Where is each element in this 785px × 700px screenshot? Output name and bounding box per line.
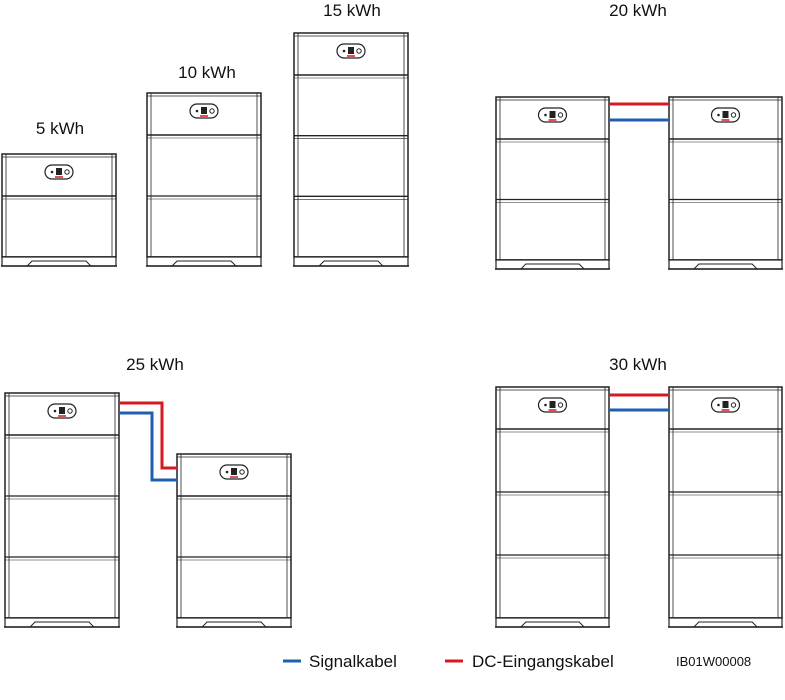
battery-stack [293, 32, 409, 267]
caption-10kwh: 10 kWh [178, 63, 236, 82]
power-icon [557, 402, 564, 408]
base-cutout [318, 260, 384, 267]
caption-30kwh: 30 kWh [609, 355, 667, 374]
cables-25kwh [119, 401, 177, 482]
cables-20kwh [609, 102, 669, 122]
power-icon [239, 469, 245, 475]
stack-body [668, 96, 783, 261]
base-cutout [693, 621, 758, 628]
battery-stack [1, 153, 117, 267]
cables-30kwh [609, 393, 669, 412]
base-cutout [520, 263, 585, 270]
battery-stack [668, 386, 783, 628]
power-icon [730, 112, 737, 118]
battery-symbol-icon [201, 107, 207, 114]
battery-stack [495, 96, 610, 270]
battery-stack [4, 392, 120, 628]
power-icon [67, 408, 73, 414]
signal-cable [119, 411, 177, 482]
battery-symbol-icon [722, 401, 729, 408]
battery-stack [176, 453, 292, 628]
stack-body [176, 453, 292, 619]
legend: Signalkabel DC-Eingangskabel [283, 652, 614, 671]
status-led-icon [225, 470, 229, 474]
battery-stack [146, 92, 262, 267]
status-led-icon [342, 49, 346, 53]
power-icon [356, 48, 362, 54]
base-cutout [29, 621, 95, 628]
signal-legend-label: Signalkabel [309, 652, 397, 671]
base-cutout [693, 263, 758, 270]
battery-symbol-icon [549, 111, 556, 118]
status-led-icon [544, 113, 547, 117]
status-led-icon [53, 409, 57, 413]
status-led-icon [195, 109, 199, 113]
stack-body [146, 92, 262, 258]
base-cutout [201, 621, 267, 628]
caption-5kwh: 5 kWh [36, 119, 84, 138]
caption-15kwh: 15 kWh [323, 1, 381, 20]
caption-20kwh: 20 kWh [609, 1, 667, 20]
figure-code: IB01W00008 [676, 654, 751, 669]
stack-body [495, 386, 610, 619]
stack-body [4, 392, 120, 619]
power-icon [64, 169, 70, 175]
stack-body [293, 32, 409, 258]
battery-stack [668, 96, 783, 270]
caption-25kwh: 25 kWh [126, 355, 184, 374]
base-cutout [171, 260, 237, 267]
battery-symbol-icon [348, 47, 354, 54]
battery-stack [495, 386, 610, 628]
status-led-icon [717, 113, 720, 117]
power-icon [730, 402, 737, 408]
status-led-icon [50, 170, 54, 174]
stack-body [668, 386, 783, 619]
battery-symbol-icon [56, 168, 62, 175]
power-icon [557, 112, 564, 118]
battery-symbol-icon [722, 111, 729, 118]
dc-legend-label: DC-Eingangskabel [472, 652, 614, 671]
battery-symbol-icon [59, 407, 65, 414]
status-led-icon [544, 403, 547, 407]
base-cutout [26, 260, 92, 267]
battery-symbol-icon [231, 468, 237, 475]
status-led-icon [717, 403, 720, 407]
battery-symbol-icon [549, 401, 556, 408]
base-cutout [520, 621, 585, 628]
power-icon [209, 108, 215, 114]
stack-body [495, 96, 610, 261]
dc-cable [119, 401, 177, 470]
